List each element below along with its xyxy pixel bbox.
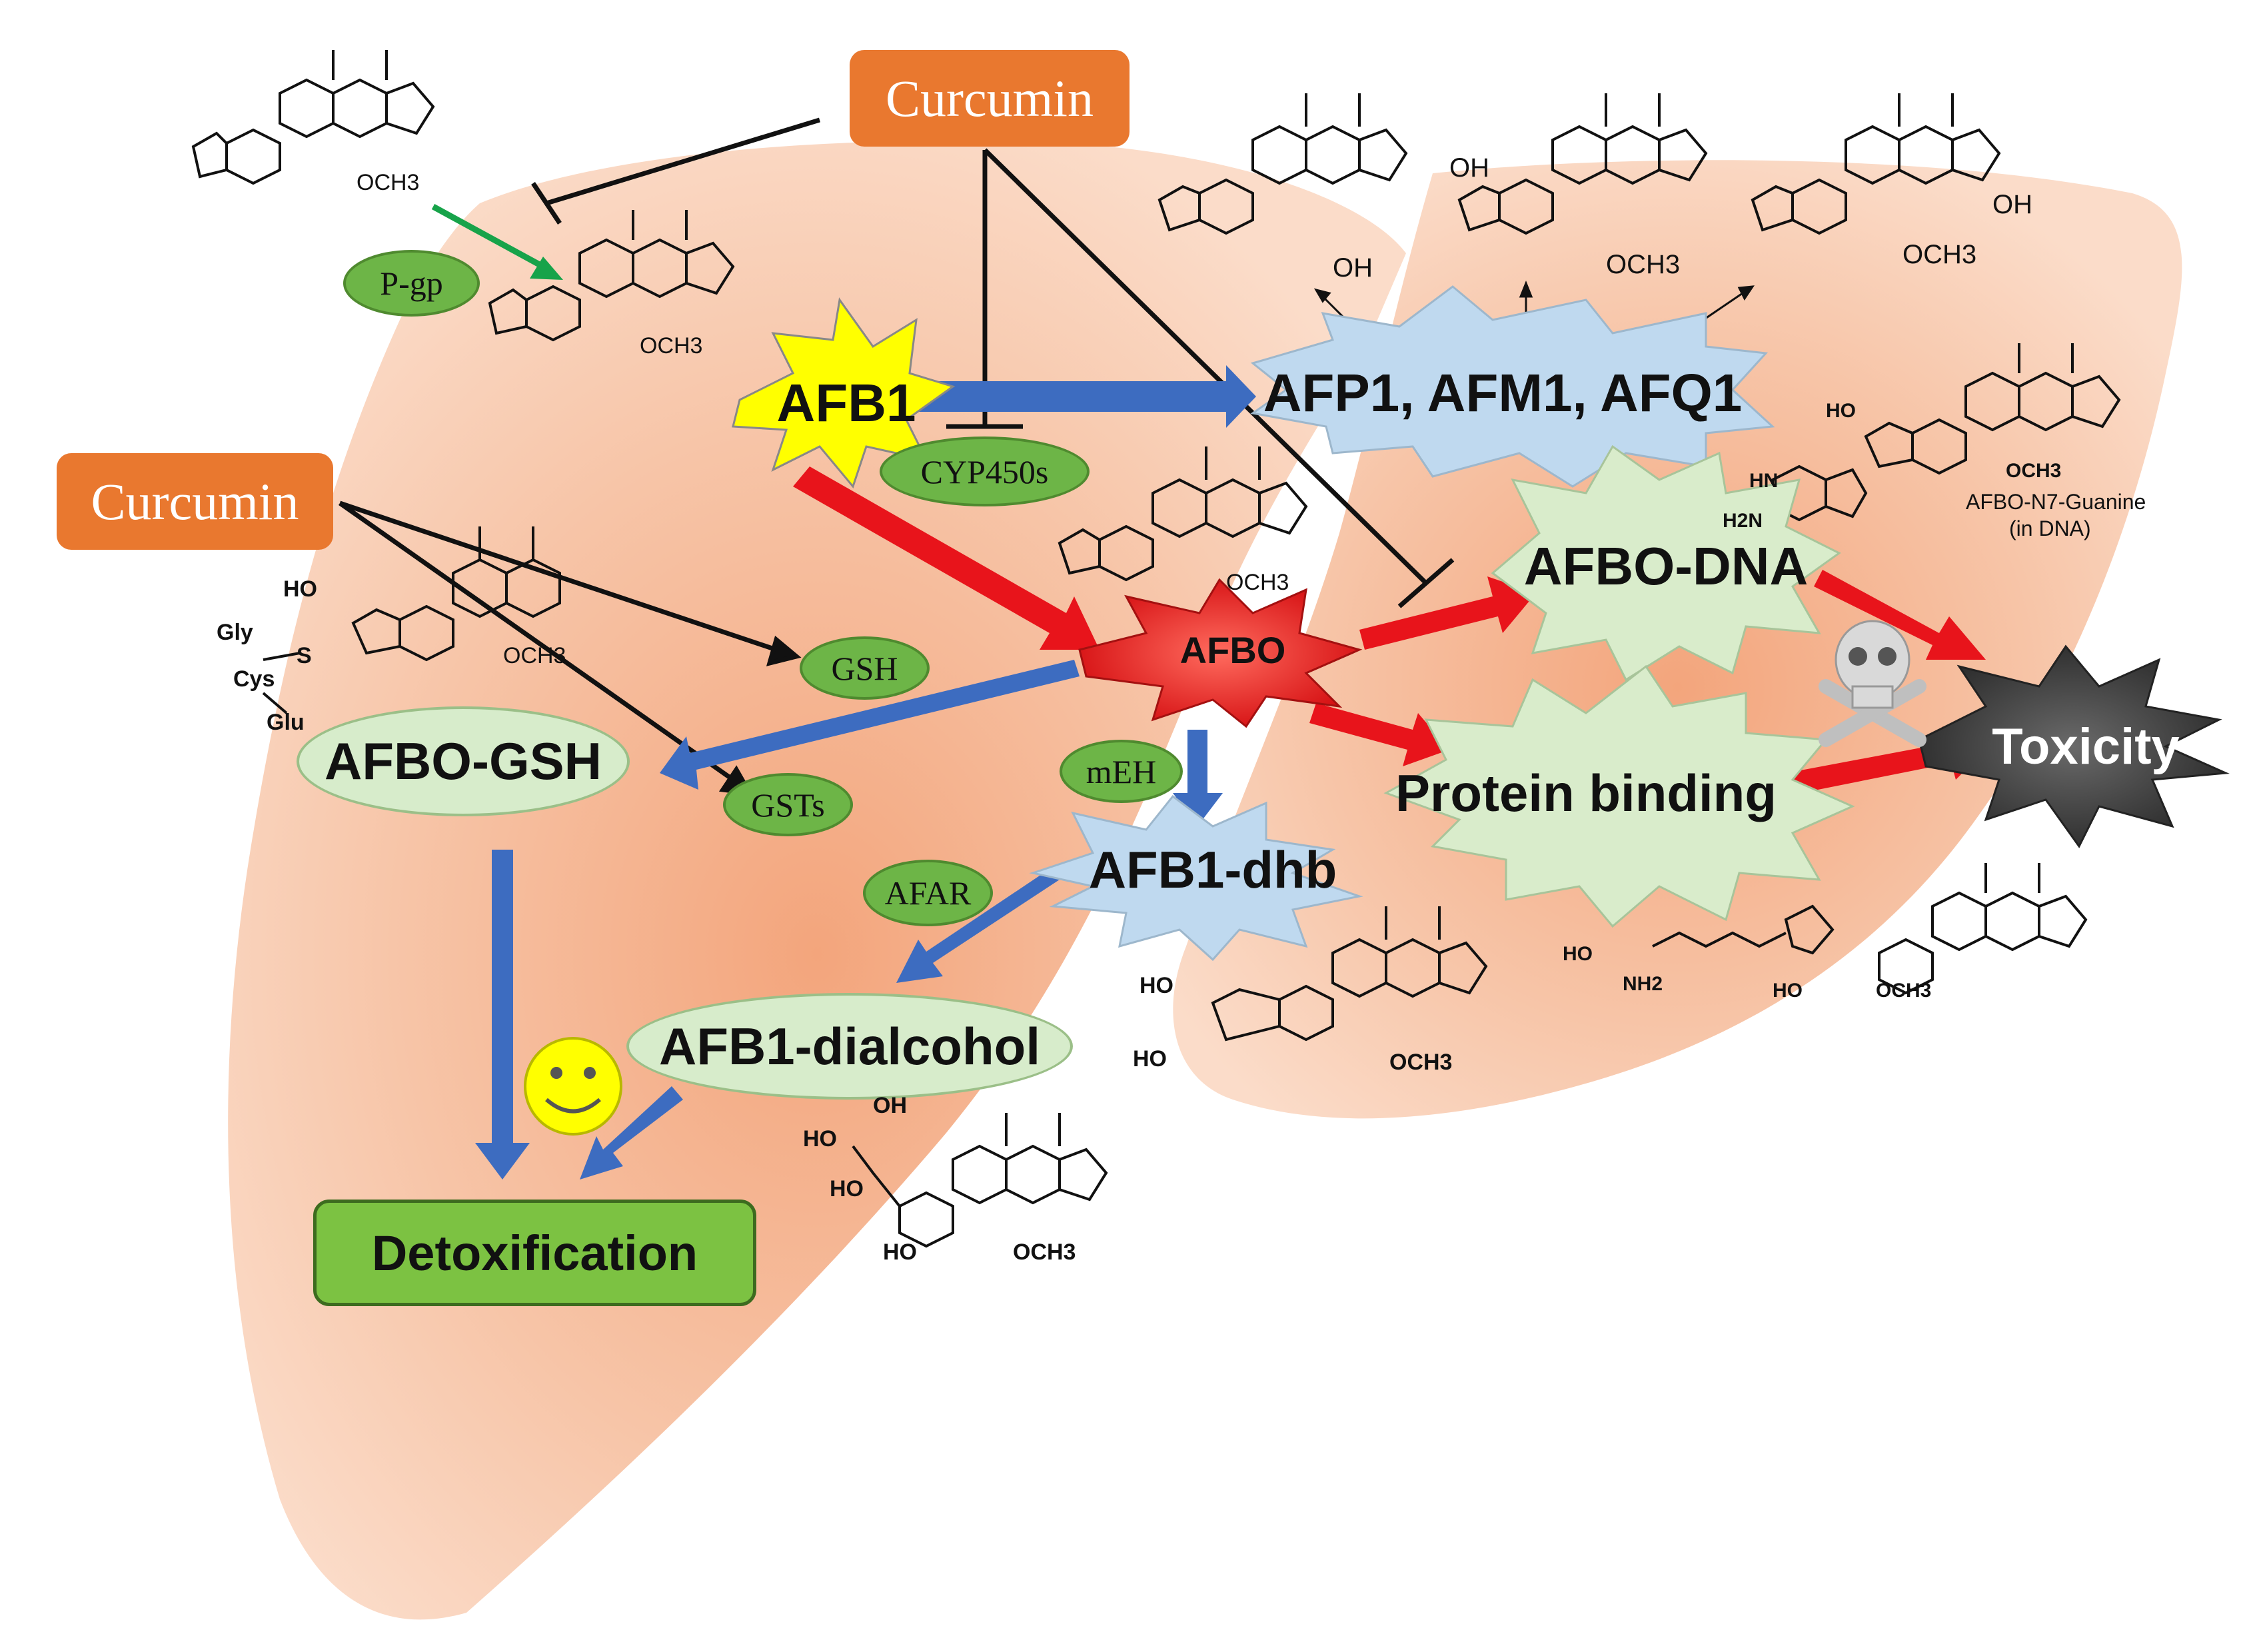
- afp-afm-afq-label: AFP1, AFM1, AFQ1: [1263, 363, 1743, 422]
- chem-structure-afbo: [1058, 446, 1308, 582]
- chem-och3-dhb: OCH3: [1389, 1050, 1453, 1075]
- chem-ho-protein-2: HO: [1773, 980, 1803, 1002]
- afar-enzyme: AFAR: [863, 860, 993, 926]
- curcumin-left-box: Curcumin: [57, 453, 333, 550]
- meh-enzyme: mEH: [1060, 740, 1183, 803]
- afb1-dialcohol-ellipse: AFB1-dialcohol: [626, 993, 1073, 1100]
- curcumin-top-box: Curcumin: [850, 50, 1130, 147]
- chem-och3-afm1: OCH3: [1606, 250, 1681, 279]
- chem-hn-guanine: HN: [1749, 470, 1779, 492]
- gsts-enzyme: GSTs: [723, 773, 853, 836]
- chem-cys: Cys: [233, 666, 275, 692]
- afbo-gsh-ellipse: AFBO-GSH: [297, 706, 630, 816]
- chem-ho-dialcohol-1: HO: [803, 1126, 837, 1152]
- afbo-dna-label: AFBO-DNA: [1523, 536, 1809, 596]
- afbo-dna-starburst: [1491, 444, 1841, 682]
- chem-oh-afp1: OH: [1333, 253, 1373, 283]
- afp-afm-afq-starburst: [1250, 285, 1775, 488]
- chem-ho-dhb-2: HO: [1133, 1046, 1167, 1072]
- chem-ho-dialcohol-2: HO: [830, 1176, 864, 1202]
- afb1-dhb-label: AFB1-dhb: [1088, 840, 1337, 899]
- chem-oh-dialcohol: OH: [873, 1093, 907, 1118]
- chem-structure-afb1-dhb: [1211, 906, 1488, 1042]
- smiley-face-icon: [524, 1037, 622, 1136]
- toxicity-starburst: [1918, 644, 2230, 848]
- afb1-label: AFB1: [776, 373, 916, 432]
- chem-structure-afp1: [1157, 93, 1408, 235]
- chem-ho-gsh: HO: [283, 576, 317, 602]
- chem-ho-protein: HO: [1563, 943, 1593, 965]
- skull-crossbones-icon: [1819, 620, 1926, 747]
- pgp-transport-arrow: [431, 204, 563, 280]
- afbo-label: AFBO: [1179, 628, 1286, 671]
- afb1-dhb-starburst: [1029, 794, 1363, 962]
- gsh-enzyme: GSH: [800, 636, 930, 700]
- chem-och3-afq1: OCH3: [1902, 240, 1977, 269]
- chem-och3-protein: OCH3: [1876, 980, 1932, 1002]
- chem-ho-dhb-1: HO: [1139, 973, 1173, 998]
- chem-structure-afq1: [1751, 93, 2001, 235]
- chem-h2n-guanine: H2N: [1723, 510, 1763, 532]
- protein-binding-starburst: [1383, 664, 1855, 928]
- inhibition-lines: [531, 117, 1455, 608]
- chem-structure-afb1-cell: [488, 210, 735, 342]
- afb1-starburst: [732, 297, 956, 489]
- chem-och3-dialcohol: OCH3: [1013, 1239, 1076, 1265]
- cyp450s-enzyme: CYP450s: [880, 436, 1090, 506]
- afbo-starburst: [1078, 578, 1363, 728]
- chem-nh2-protein: NH2: [1623, 973, 1663, 995]
- chem-ho-dialcohol-3: HO: [883, 1239, 917, 1265]
- chem-och3-gsh: OCH3: [503, 643, 566, 668]
- guanine-adduct-label: AFBO-N7-Guanine: [1966, 490, 2146, 514]
- chem-glu: Glu: [267, 710, 305, 735]
- chem-ho-guanine: HO: [1826, 400, 1856, 422]
- chem-gly: Gly: [217, 620, 253, 645]
- red-arrows: [793, 466, 1989, 796]
- chem-structure-protein-adduct: [1652, 863, 2088, 995]
- pgp-enzyme: P-gp: [343, 250, 480, 317]
- chem-och3-guanine: OCH3: [2006, 460, 2062, 482]
- chem-och3-1: OCH3: [357, 170, 420, 195]
- chem-structure-afm1: [1457, 93, 1708, 235]
- chem-och3-2: OCH3: [640, 333, 703, 359]
- in-dna-label: (in DNA): [2009, 516, 2091, 540]
- chem-oh-afq1: OH: [1992, 190, 2032, 219]
- chem-structure-afb1-outside: [191, 50, 435, 185]
- blue-arrows: [475, 365, 1256, 1180]
- protein-binding-label: Protein binding: [1395, 763, 1777, 822]
- chem-och3-afbo: OCH3: [1226, 570, 1289, 595]
- chem-structure-afbo-gsh: [262, 526, 561, 714]
- chem-s: S: [297, 643, 312, 668]
- detoxification-box: Detoxification: [313, 1200, 756, 1306]
- toxicity-label: Toxicity: [1992, 718, 2180, 775]
- chem-structure-afb1-dialcohol: [852, 1113, 1108, 1248]
- chem-oh-afm1: OH: [1449, 153, 1489, 183]
